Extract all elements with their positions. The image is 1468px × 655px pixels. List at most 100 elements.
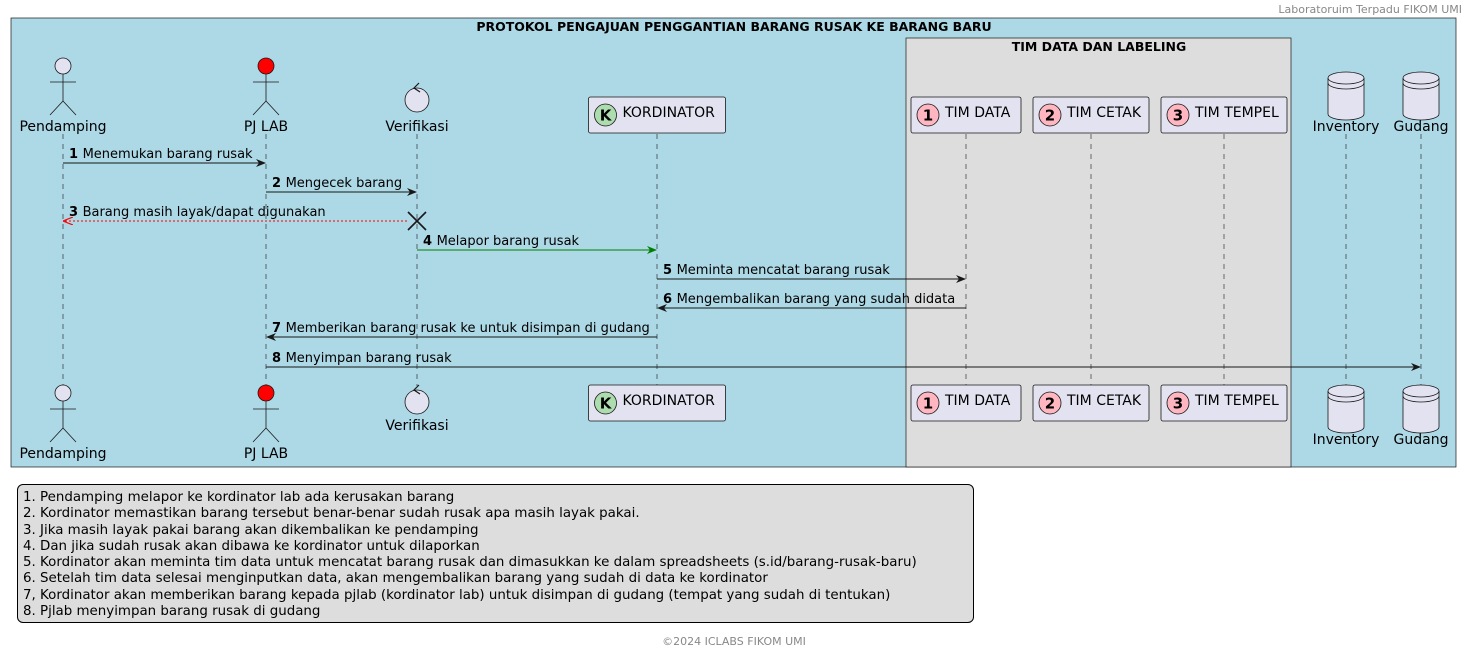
message-label: 5 Meminta mencatat barang rusak (663, 263, 890, 278)
message-label: 3 Barang masih layak/dapat digunakan (69, 205, 326, 220)
database-icon (1327, 71, 1365, 121)
database-icon (1402, 71, 1440, 121)
actor-leg (62, 427, 77, 443)
badge-icon (916, 391, 940, 415)
lifelines (62, 134, 1422, 386)
participant-rect (910, 384, 1022, 422)
message-label: 8 Menyimpan barang rusak (272, 351, 452, 366)
participant-box-kordinator: K KORDINATOR (588, 384, 726, 422)
actor-leg (252, 427, 267, 443)
actor-icon (49, 57, 77, 116)
badge-icon (1166, 391, 1190, 415)
message-4: 4 Melapor barang rusak (417, 234, 657, 254)
message-label: 1 Menemukan barang rusak (69, 147, 253, 162)
participants-bottom: Pendamping PJ LAB Verifikasi K KORDINATOR 1 TI… (19, 384, 1449, 462)
database-rim (1327, 77, 1365, 85)
message-8: 8 Menyimpan barang rusak (266, 351, 1421, 371)
database-body (1402, 71, 1440, 121)
actor-head (54, 384, 72, 402)
message-label: 2 Mengecek barang (272, 176, 402, 191)
legend-line: 8. Pjlab menyimpan barang rusak di gudan… (23, 604, 321, 620)
badge-icon (594, 103, 617, 127)
database-icon (1402, 384, 1440, 434)
participant-label-kordinator: KORDINATOR (623, 393, 716, 409)
header-caption: Laboratoruim Terpadu FIKOM UMI (1278, 3, 1462, 16)
database-rim (1327, 82, 1365, 90)
participant-label-inventory: Inventory (1313, 432, 1380, 448)
participant-label-verifikasi: Verifikasi (385, 418, 448, 434)
participant-label-timtempel: TIM TEMPEL (1194, 393, 1279, 409)
actor-leg (62, 100, 77, 116)
badge-letter: 2 (1045, 395, 1055, 413)
participant-label-pendamping: Pendamping (19, 446, 106, 462)
participant-label-timcetak: TIM CETAK (1066, 393, 1142, 409)
participant-label-timdata: TIM DATA (944, 393, 1011, 409)
participant-label-pjlab: PJ LAB (244, 446, 288, 462)
message-6: 6 Mengembalikan barang yang sudah didata (657, 292, 966, 312)
badge-letter: 1 (923, 395, 933, 413)
database-rim (1327, 395, 1365, 403)
database-body (1402, 384, 1440, 434)
badge-letter: K (600, 107, 613, 125)
badge-letter: 1 (923, 107, 933, 125)
actor-leg (252, 100, 267, 116)
database-rim (1402, 77, 1440, 85)
participant-box-timdata: 1 TIM DATA (910, 384, 1022, 422)
actor-head (257, 384, 275, 402)
actor-head (257, 57, 275, 75)
actor-icon (252, 384, 280, 443)
participant-rect (1160, 384, 1288, 422)
participant-rect (588, 384, 726, 422)
database-rim (1402, 82, 1440, 90)
control-arrow (413, 384, 421, 395)
database-rim (1402, 390, 1440, 398)
database-rim (1327, 390, 1365, 398)
control-circle (404, 389, 430, 415)
legend-line: 2. Kordinator memastikan barang tersebut… (23, 506, 640, 522)
participant-label-kordinator: KORDINATOR (623, 105, 716, 121)
actor-leg (265, 100, 280, 116)
legend-box: 1. Pendamping melapor ke kordinator lab … (17, 484, 974, 623)
participant-label-gudang: Gudang (1394, 432, 1449, 448)
destroy-icon (407, 211, 427, 231)
message-5: 5 Meminta mencatat barang rusak (657, 263, 966, 283)
message-label: 4 Melapor barang rusak (423, 234, 580, 249)
participant-rect (910, 96, 1022, 134)
badge-letter: K (600, 395, 613, 413)
control-icon (404, 82, 430, 113)
control-arrow (413, 82, 421, 93)
participant-box-timcetak: 2 TIM CETAK (1032, 384, 1150, 422)
participant-box-timdata: 1 TIM DATA (910, 96, 1022, 134)
legend-line: 7, Kordinator akan memberikan barang kep… (23, 587, 891, 603)
participant-label-timtempel: TIM TEMPEL (1194, 105, 1279, 121)
database-body (1327, 384, 1365, 434)
actor-leg (49, 100, 64, 116)
messages: 1 Menemukan barang rusak 2 Mengecek baran… (63, 147, 1421, 371)
legend-line: 6. Setelah tim data selesai menginputkan… (23, 571, 768, 587)
message-1: 1 Menemukan barang rusak (63, 147, 266, 167)
participant-label-timcetak: TIM CETAK (1066, 105, 1142, 121)
badge-letter: 2 (1045, 107, 1055, 125)
legend-line: 1. Pendamping melapor ke kordinator lab … (23, 490, 455, 505)
message-3: 3 Barang masih layak/dapat digunakan (64, 205, 427, 231)
participant-rect (1160, 96, 1288, 134)
participant-label-gudang: Gudang (1394, 119, 1449, 135)
participant-rect (1032, 96, 1150, 134)
legend-line: 5. Kordinator akan meminta tim data untu… (23, 555, 917, 571)
legend-line: 3. Jika masih layak pakai barang akan di… (23, 522, 479, 538)
actor-head (54, 57, 72, 75)
database-icon (1327, 384, 1365, 434)
actor-icon (49, 384, 77, 443)
participant-label-inventory: Inventory (1313, 119, 1380, 135)
badge-icon (1038, 391, 1062, 415)
group-title: TIM DATA DAN LABELING (1012, 39, 1187, 54)
badge-icon (1038, 103, 1062, 127)
message-label: 7 Memberikan barang rusak ke untuk disim… (272, 321, 650, 336)
badge-icon (594, 391, 617, 415)
control-icon (404, 384, 430, 415)
participant-rect (588, 96, 726, 134)
participant-rect (1032, 384, 1150, 422)
participant-label-timdata: TIM DATA (944, 105, 1011, 121)
